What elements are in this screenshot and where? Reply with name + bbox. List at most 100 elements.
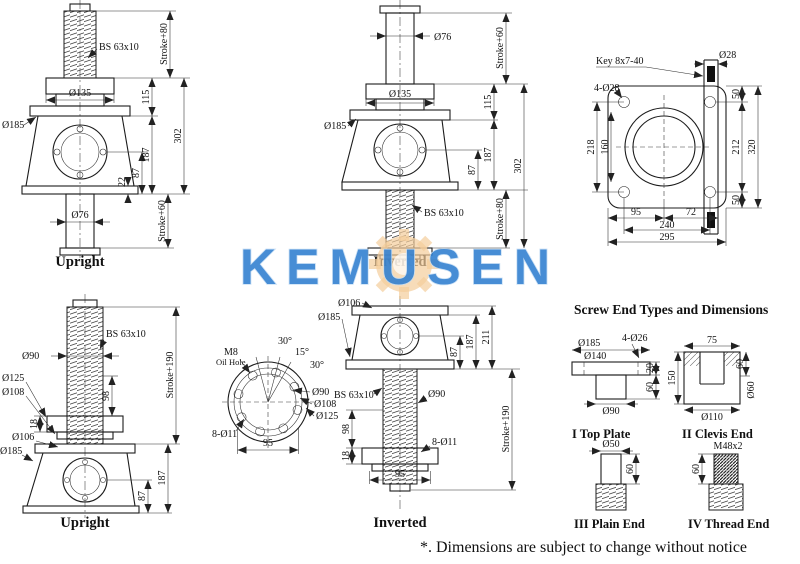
caption-plain: III Plain End <box>574 517 645 531</box>
view-bolt-circle-detail: 30° 15° 30° M8 Oil Hole Ø90 Ø108 Ø125 8-… <box>212 336 338 454</box>
dim-stroke-screw: Stroke+80 <box>159 23 170 65</box>
dim-d60: Ø60 <box>746 381 757 398</box>
section-heading: Screw End Types and Dimensions <box>574 302 768 317</box>
gear-icon <box>369 229 439 299</box>
view-upright-top: BS 63x10 Stroke+80 Ø135 Ø185 115 302 187… <box>2 0 190 270</box>
label-m8: M8 <box>224 347 238 358</box>
dim-stroke-tube: Stroke+60 <box>495 27 506 69</box>
caption-clevis: II Clevis End <box>682 427 753 441</box>
dim-87: 87 <box>131 168 142 178</box>
dim-218: 218 <box>586 140 597 155</box>
label-bolt-holes: 8-Ø11 <box>432 437 457 448</box>
dim-115: 115 <box>483 95 494 110</box>
dim-187: 187 <box>141 148 152 163</box>
dim-d50: Ø50 <box>602 439 619 450</box>
dim-d140: Ø140 <box>584 351 606 362</box>
caption-upright-top: Upright <box>55 254 104 270</box>
dim-angle-30b: 30° <box>310 360 324 371</box>
dim-d185: Ø185 <box>318 312 340 323</box>
dim-302: 302 <box>513 159 524 174</box>
end-type-top-plate: Ø185 4-Ø26 Ø140 20 60 Ø90 I Top Plate <box>571 333 660 441</box>
dim-d125: Ø125 <box>2 373 24 384</box>
caption-top-plate: I Top Plate <box>572 427 631 441</box>
dim-60: 60 <box>691 464 702 474</box>
dim-d108: Ø108 <box>2 387 24 398</box>
dim-320: 320 <box>747 140 758 155</box>
dim-angle-30a: 30° <box>278 336 292 347</box>
label-oil-hole: Oil Hole <box>216 357 246 367</box>
dim-211: 211 <box>481 330 492 345</box>
dim-d106: Ø106 <box>12 432 34 443</box>
dim-295: 295 <box>660 232 675 243</box>
dim-18: 18 <box>341 451 352 461</box>
label-screw-spec: BS 63x10 <box>334 390 374 401</box>
label-bolt-holes: 8-Ø11 <box>212 429 237 440</box>
dim-20: 20 <box>645 363 656 373</box>
dim-98: 98 <box>101 391 112 401</box>
dim-d135: Ø135 <box>389 89 411 100</box>
dim-187: 187 <box>157 471 168 486</box>
dim-60: 60 <box>645 382 656 392</box>
dim-75: 75 <box>707 335 717 346</box>
label-screw-spec: BS 63x10 <box>99 42 139 53</box>
end-type-plain: Ø50 60 III Plain End <box>574 439 645 531</box>
label-screw-spec: BS 63x10 <box>106 329 146 340</box>
label-plate-holes: 4-Ø26 <box>622 333 648 344</box>
dim-m48: M48x2 <box>714 441 743 452</box>
dim-60: 60 <box>625 464 636 474</box>
caption-thread: IV Thread End <box>688 517 769 531</box>
dim-d90: Ø90 <box>312 387 329 398</box>
dim-87: 87 <box>467 165 478 175</box>
dim-95: 95 <box>263 438 273 449</box>
caption-inverted-bottom: Inverted <box>373 515 426 531</box>
dim-d90: Ø90 <box>22 351 39 362</box>
dim-50-top: 50 <box>731 89 742 99</box>
dim-187: 187 <box>465 335 476 350</box>
label-corner-holes: 4-Ø28 <box>594 83 620 94</box>
dim-d106: Ø106 <box>338 298 360 309</box>
end-type-clevis: 75 60 150 Ø60 Ø110 II Clevis End <box>667 335 757 441</box>
dim-60: 60 <box>735 359 746 369</box>
label-key-spec: Key 8x7-40 <box>596 56 644 67</box>
dim-d76: Ø76 <box>434 32 451 43</box>
dim-d28: Ø28 <box>719 50 736 61</box>
end-type-thread: M48x2 60 IV Thread End <box>688 441 769 531</box>
dim-d90: Ø90 <box>602 406 619 417</box>
dim-d90: Ø90 <box>428 389 445 400</box>
dim-95: 95 <box>631 207 641 218</box>
dim-18: 18 <box>29 419 40 429</box>
dim-d185: Ø185 <box>324 121 346 132</box>
dim-22: 22 <box>117 177 128 187</box>
dim-angle-15: 15° <box>295 347 309 358</box>
view-inverted-top: Ø76 Stroke+60 Ø135 Ø185 115 302 187 87 B… <box>324 0 528 270</box>
dim-d135: Ø135 <box>69 88 91 99</box>
dim-d108: Ø108 <box>314 399 336 410</box>
watermark: KEMUSEN <box>239 229 560 299</box>
dim-87: 87 <box>449 347 460 357</box>
dim-150: 150 <box>667 371 678 386</box>
dim-240: 240 <box>660 220 675 231</box>
view-upright-bottom: BS 63x10 Stroke+190 Ø90 Ø125 Ø108 98 18 … <box>0 294 180 531</box>
dim-160: 160 <box>600 140 611 155</box>
view-flange-top: Key 8x7-40 Ø28 4-Ø28 50 218 160 212 320 … <box>586 50 762 246</box>
dim-187: 187 <box>483 148 494 163</box>
watermark-text: KEMUSEN <box>240 239 560 295</box>
dim-302: 302 <box>173 129 184 144</box>
dim-95: 95 <box>395 469 405 480</box>
footer-note: *. Dimensions are subject to change with… <box>420 539 747 556</box>
dim-stroke-screw: Stroke+80 <box>495 198 506 240</box>
dim-98: 98 <box>341 424 352 434</box>
dim-d185: Ø185 <box>2 120 24 131</box>
dim-d185: Ø185 <box>0 446 22 457</box>
dim-115: 115 <box>141 90 152 105</box>
dim-87: 87 <box>137 491 148 501</box>
dim-stroke-tube: Stroke+60 <box>157 200 168 242</box>
dim-50-bottom: 50 <box>731 195 742 205</box>
dim-d185: Ø185 <box>578 338 600 349</box>
dim-212: 212 <box>731 140 742 155</box>
view-inverted-bottom: Ø106 Ø185 211 187 87 BS 63x10 Ø90 98 18 … <box>318 296 520 531</box>
dim-d76: Ø76 <box>71 210 88 221</box>
caption-upright-bottom: Upright <box>60 515 109 531</box>
